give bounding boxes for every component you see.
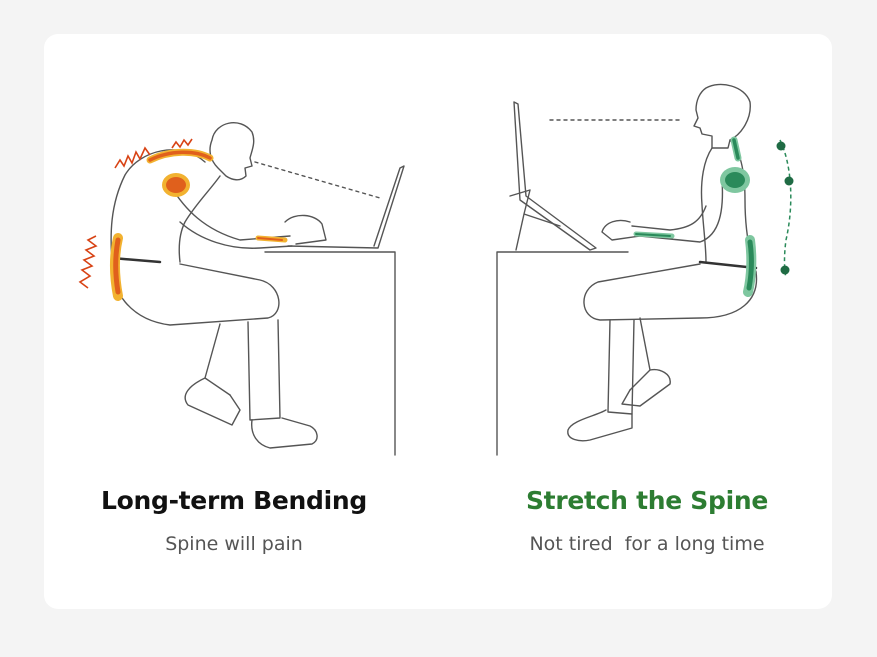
foot-left-back <box>184 377 241 426</box>
left-caption: Long-term Bending Spine will pain <box>54 486 414 555</box>
healthy-highlights <box>633 136 757 297</box>
thigh-right <box>583 263 758 321</box>
shin-right-back <box>607 319 635 415</box>
laptop-left <box>287 165 405 249</box>
desk-right <box>496 251 629 456</box>
shin-left-front <box>247 319 281 421</box>
chest-left <box>178 175 221 263</box>
arm-upper-left <box>169 184 291 241</box>
hand-right <box>601 219 641 241</box>
stretch-title: Stretch the Spine <box>525 486 769 515</box>
hand-left <box>284 214 327 245</box>
pain-zigzag-icons <box>78 138 193 289</box>
right-caption: Stretch the Spine Not tired for a long t… <box>467 486 827 555</box>
bad-posture-figure <box>110 122 405 456</box>
foot-right-back <box>567 409 633 442</box>
spine-alignment-icon <box>776 139 794 279</box>
foot-right-front <box>621 368 671 407</box>
arm-right <box>639 179 724 243</box>
gaze-line-left <box>254 161 381 199</box>
head-right <box>693 83 751 149</box>
bending-subtitle: Spine will pain <box>165 533 303 555</box>
head-left <box>209 122 255 181</box>
chest-right <box>700 147 713 263</box>
pain-highlights <box>110 148 288 301</box>
stretch-subtitle: Not tired for a long time <box>529 533 765 555</box>
shin-left-back <box>204 323 231 396</box>
laptop-stand <box>509 189 561 251</box>
desk-left <box>264 251 396 456</box>
bending-title: Long-term Bending <box>100 486 368 515</box>
thigh-left <box>111 261 280 326</box>
foot-left-front <box>251 417 318 449</box>
laptop-right <box>513 101 597 251</box>
back-left <box>110 149 206 263</box>
good-posture-figure <box>496 83 758 456</box>
